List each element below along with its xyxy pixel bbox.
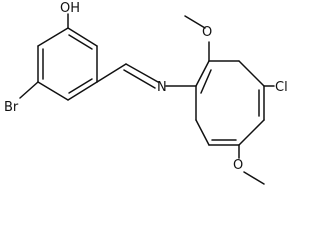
- bromine-bond: [19, 81, 39, 99]
- molecule-drawing: OH Br N Cl O O: [4, 1, 288, 185]
- chlorine-label: Cl: [275, 80, 288, 95]
- methoxy-top-oxygen-label: O: [202, 25, 212, 40]
- methoxy-bottom-oxygen-label: O: [233, 158, 243, 173]
- double-bond-inner: [68, 78, 93, 94]
- double-bond-inner: [68, 34, 93, 50]
- bromine-label: Br: [4, 100, 19, 115]
- double-bond-inner: [200, 69, 212, 94]
- bond: [238, 60, 265, 87]
- bond: [195, 60, 210, 87]
- bond: [195, 119, 210, 146]
- benzyl-bond: [96, 63, 127, 83]
- methoxy-top-methyl: [184, 15, 206, 29]
- bond: [67, 27, 98, 47]
- hydroxyl-label: OH: [60, 1, 80, 16]
- bond: [37, 81, 69, 101]
- methoxy-bottom-methyl: [243, 171, 265, 185]
- bond: [238, 119, 265, 146]
- phenol-ring: [37, 27, 98, 101]
- structure-diagram: OH Br N Cl O O: [4, 1, 288, 185]
- imine-double-bond-inner: [123, 69, 156, 89]
- bond: [37, 27, 69, 47]
- imine-nitrogen-label: N: [157, 80, 167, 95]
- bond: [67, 81, 98, 101]
- imine-double-bond-outer: [125, 63, 159, 83]
- aryl-ring: [195, 60, 265, 146]
